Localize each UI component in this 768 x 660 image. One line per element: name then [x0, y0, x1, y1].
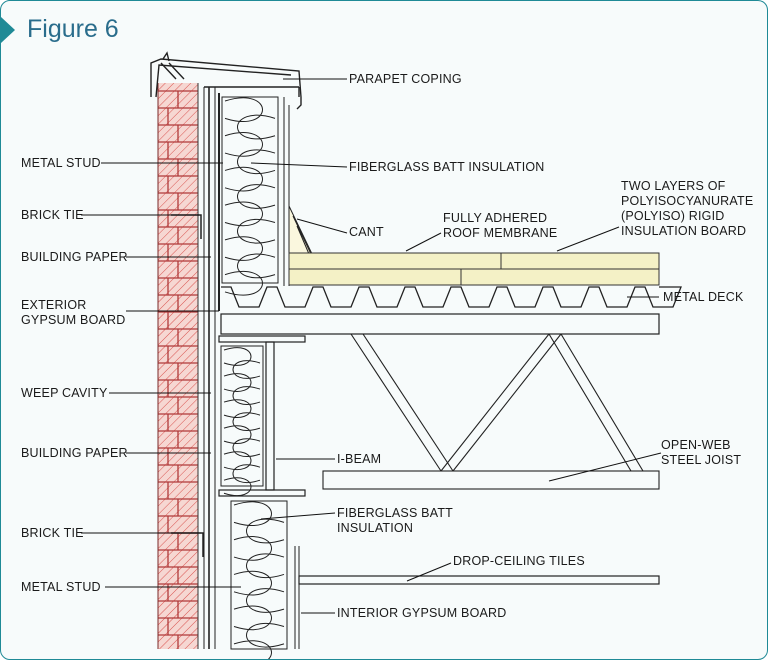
upper-batt-waves-pattern — [224, 97, 276, 296]
label-two-layers-line2: POLYISOCYANURATE — [621, 194, 754, 208]
label-parapet-coping: PARAPET COPING — [349, 72, 462, 86]
mid-batt-waves-pattern — [223, 347, 261, 496]
label-metal-stud-bottom: METAL STUD — [21, 580, 101, 594]
wall-layers — [203, 87, 220, 649]
label-open-web-line1: OPEN-WEB — [661, 438, 731, 452]
label-fiberglass-bottom-line1: FIBERGLASS BATT — [337, 506, 453, 520]
cant-strip — [288, 205, 314, 257]
label-cant: CANT — [349, 225, 384, 239]
lower-batt-insulation — [230, 500, 300, 659]
label-fiberglass-batt-bottom: FIBERGLASS BATT INSULATION — [337, 506, 453, 536]
parapet-coping — [150, 51, 302, 110]
label-two-layers-polyiso: TWO LAYERS OF POLYISOCYANURATE (POLYISO)… — [621, 179, 753, 239]
label-drop-ceiling-tiles: DROP-CEILING TILES — [453, 554, 585, 568]
title-arrow-icon — [1, 17, 15, 43]
label-fully-adhered-line2: ROOF MEMBRANE — [443, 226, 558, 240]
label-building-paper-bottom: BUILDING PAPER — [21, 446, 128, 460]
label-fiberglass-batt-top: FIBERGLASS BATT INSULATION — [349, 160, 545, 174]
label-building-paper-top: BUILDING PAPER — [21, 250, 128, 264]
label-open-web-steel-joist: OPEN-WEB STEEL JOIST — [661, 438, 741, 468]
label-weep-cavity: WEEP CAVITY — [21, 386, 108, 400]
label-exterior-gypsum-line2: GYPSUM BOARD — [21, 313, 126, 327]
label-brick-tie-top: BRICK TIE — [21, 208, 84, 222]
polyiso-boards — [288, 252, 660, 286]
open-web-steel-joist — [322, 333, 660, 490]
i-beam — [218, 335, 306, 497]
label-two-layers-line1: TWO LAYERS OF — [621, 179, 726, 193]
label-i-beam: I-BEAM — [337, 452, 382, 466]
label-two-layers-line4: INSULATION BOARD — [621, 224, 747, 238]
brick-veneer — [157, 83, 199, 649]
label-brick-tie-bottom: BRICK TIE — [21, 526, 84, 540]
low-batt-waves-pattern — [233, 501, 285, 659]
middle-batt-insulation — [220, 345, 264, 496]
label-fiberglass-bottom-line2: INSULATION — [337, 521, 414, 535]
figure-title: Figure 6 — [27, 15, 119, 43]
label-exterior-gypsum-line1: EXTERIOR — [21, 298, 87, 312]
label-metal-deck: METAL DECK — [663, 290, 744, 304]
metal-deck — [221, 286, 682, 308]
drop-ceiling — [298, 575, 660, 585]
upper-batt-insulation — [221, 96, 279, 296]
label-open-web-line2: STEEL JOIST — [661, 453, 742, 467]
label-exterior-gypsum-board: EXTERIOR GYPSUM BOARD — [21, 298, 126, 328]
label-fully-adhered-line1: FULLY ADHERED — [443, 211, 548, 225]
label-fully-adhered-roof-membrane: FULLY ADHERED ROOF MEMBRANE — [443, 211, 557, 241]
label-metal-stud-top: METAL STUD — [21, 156, 101, 170]
label-interior-gypsum-board: INTERIOR GYPSUM BOARD — [337, 606, 507, 620]
label-two-layers-line3: (POLYISO) RIGID — [621, 209, 725, 223]
